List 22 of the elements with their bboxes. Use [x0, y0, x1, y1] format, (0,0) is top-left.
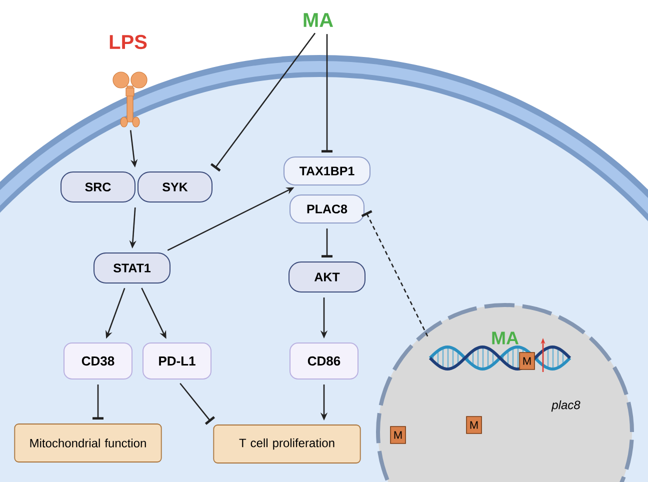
protein-box: STAT1 — [94, 252, 170, 284]
protein-box: CD38 — [64, 342, 132, 380]
inhibition-line — [322, 228, 332, 258]
protein-box: TAX1BP1 — [284, 156, 370, 186]
methylation-box: M — [466, 416, 482, 434]
inhibition-line — [92, 384, 104, 420]
outcome-box: Mitochondrial function — [14, 424, 162, 462]
methylation-box: M — [390, 426, 406, 444]
substance-label: MA — [304, 13, 334, 27]
substance-label: LPS — [110, 34, 147, 50]
protein-box: AKT — [288, 262, 366, 292]
methylation-box: M — [519, 352, 535, 370]
inhibition-line — [322, 34, 332, 152]
receptor-drawing — [112, 72, 148, 128]
protein-box: SYK — [138, 172, 212, 202]
protein-box: SRC — [60, 172, 136, 202]
protein-box: CD86 — [290, 342, 358, 380]
inhibition-line — [180, 383, 215, 425]
protein-box: PLAC8 — [290, 194, 364, 224]
outcome-box: T cell proliferation — [213, 424, 361, 464]
dna-drawing — [428, 346, 572, 370]
protein-box: PD-L1 — [142, 342, 212, 380]
